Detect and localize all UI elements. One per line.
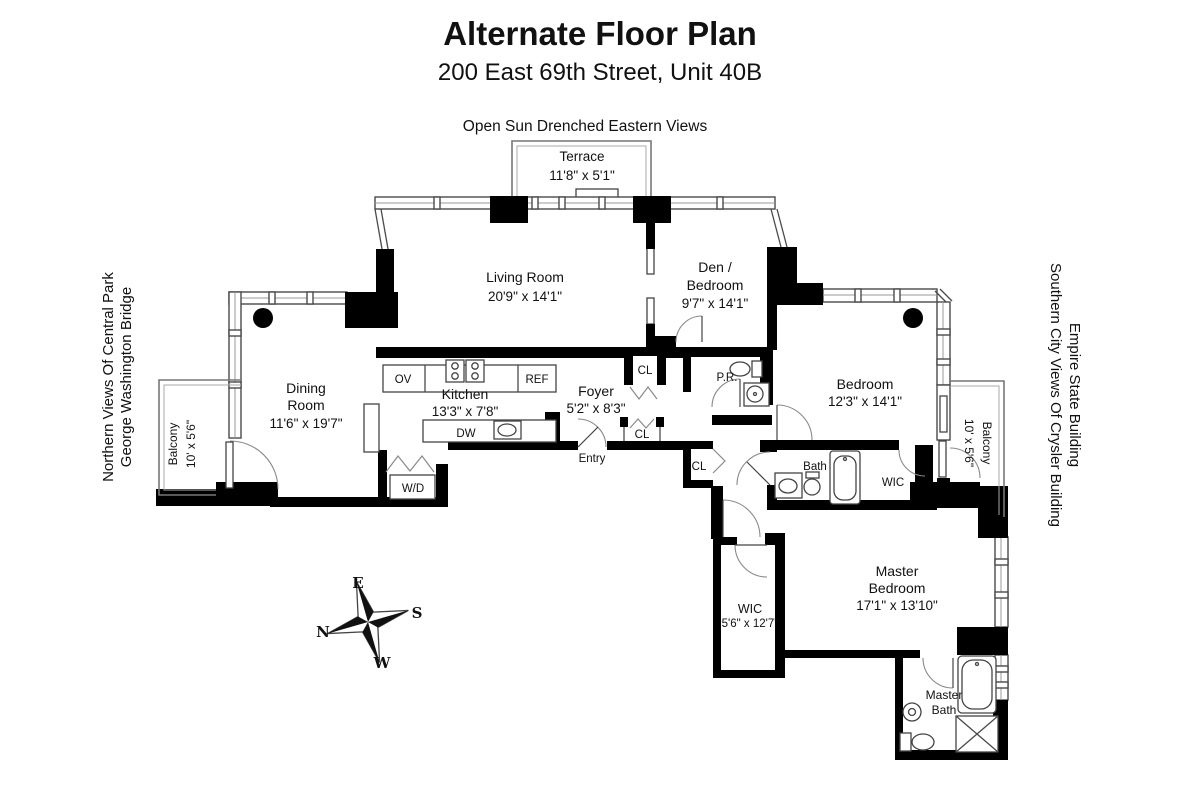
dining-room-dims: 11'6" x 19'7" bbox=[269, 416, 342, 431]
pantry-cabinet bbox=[363, 403, 380, 453]
foyer-dims: 5'2" x 8'3" bbox=[566, 401, 625, 416]
closet-low-bifold bbox=[712, 448, 726, 474]
den-label-2: Bedroom bbox=[687, 277, 744, 293]
balcony-right-door bbox=[938, 440, 947, 478]
kitchen-label: Kitchen bbox=[442, 386, 489, 402]
terrace-room: Terrace 11'8" x 5'1" bbox=[511, 140, 652, 209]
oven-label: OV bbox=[395, 374, 412, 386]
bathtub-icon-master bbox=[957, 655, 997, 714]
washer-dryer-label: W/D bbox=[402, 483, 424, 495]
room-labels: Living Room 20'9" x 14'1" Den / Bedroom … bbox=[166, 259, 994, 717]
living-room-label: Living Room bbox=[486, 269, 564, 285]
powder-room-label: P.R. bbox=[717, 372, 738, 384]
closet-mid-bifold bbox=[629, 418, 655, 429]
caption-top: Open Sun Drenched Eastern Views bbox=[463, 118, 708, 135]
master-bedroom-dims: 17'1" x 13'10" bbox=[856, 598, 938, 613]
kitchen-counter-bottom bbox=[422, 419, 557, 443]
caption-right-line1: Southern City Views Of Crysler Building bbox=[1047, 263, 1064, 527]
compass-east: E bbox=[352, 574, 363, 592]
bedroom-dims: 12'3" x 14'1" bbox=[828, 394, 902, 409]
caption-right: Southern City Views Of Crysler Building … bbox=[1047, 263, 1083, 527]
terrace-dims: 11'8" x 5'1" bbox=[549, 168, 615, 183]
master-bath-fixtures bbox=[899, 655, 999, 753]
master-bedroom-label-2: Bedroom bbox=[869, 580, 926, 596]
dining-room-label-2: Room bbox=[287, 397, 324, 413]
dishwasher-label: DW bbox=[456, 428, 475, 440]
compass-north: N bbox=[316, 623, 330, 641]
washer-dryer: W/D bbox=[389, 474, 436, 500]
compass-south: S bbox=[412, 604, 423, 622]
closet-mid-label: CL bbox=[635, 429, 650, 441]
bathtub-icon-bath bbox=[829, 450, 861, 505]
master-wic-dims: 5'6" x 12'7" bbox=[722, 618, 779, 630]
sink-icon-bath bbox=[774, 472, 803, 499]
compass-west: W bbox=[373, 654, 392, 672]
bath-label: Bath bbox=[803, 461, 827, 473]
caption-right-line2: Empire State Building bbox=[1066, 323, 1083, 467]
closet-top-bifold bbox=[629, 386, 658, 400]
caption-left-line2: George Washington Bridge bbox=[118, 287, 135, 467]
master-bath-label-1: Master bbox=[926, 688, 963, 702]
kitchen-sink-icon bbox=[493, 420, 522, 440]
window-walls bbox=[228, 196, 1009, 701]
compass-rose: E S W N bbox=[316, 574, 423, 672]
den-dims: 9'7" x 14'1" bbox=[682, 296, 749, 311]
balcony-left-dims: 10' x 5'6" bbox=[184, 420, 198, 468]
powder-room-fixtures bbox=[729, 360, 770, 407]
entry-label: Entry bbox=[579, 453, 606, 465]
thin-walls bbox=[158, 379, 1005, 517]
wd-bifold bbox=[385, 455, 435, 473]
doors bbox=[225, 315, 981, 689]
balcony-right-dims: 10' x 5'6" bbox=[962, 419, 976, 467]
page-title: Alternate Floor Plan bbox=[443, 15, 757, 52]
toilet-icon-master bbox=[899, 732, 935, 752]
column-bedroom bbox=[903, 308, 923, 328]
bedroom-label: Bedroom bbox=[837, 376, 894, 392]
foyer-label: Foyer bbox=[578, 383, 614, 399]
page-subtitle: 200 East 69th Street, Unit 40B bbox=[438, 59, 762, 86]
master-bath-label-2: Bath bbox=[932, 703, 957, 717]
caption-left-line1: Northern Views Of Central Park bbox=[100, 272, 117, 482]
shower-icon-master bbox=[955, 715, 999, 753]
bath-fixtures bbox=[774, 450, 861, 505]
toilet-icon-pr bbox=[729, 360, 763, 378]
closet-low-label: CL bbox=[692, 461, 707, 473]
column-dining bbox=[253, 308, 273, 328]
dining-room-label-1: Dining bbox=[286, 380, 326, 396]
master-wic-label: WIC bbox=[738, 602, 762, 616]
kitchen-dims: 13'3" x 7'8" bbox=[432, 404, 499, 419]
balcony-left-door bbox=[225, 441, 234, 489]
wic-label: WIC bbox=[882, 477, 904, 489]
stove-icon bbox=[445, 359, 485, 383]
sink-icon-pr bbox=[743, 382, 770, 407]
living-room-dims: 20'9" x 14'1" bbox=[488, 289, 562, 304]
sink-icon-master bbox=[902, 702, 922, 722]
terrace-label: Terrace bbox=[559, 149, 604, 164]
caption-left: Northern Views Of Central Park George Wa… bbox=[100, 272, 135, 482]
closet-top-label: CL bbox=[638, 365, 653, 377]
walls bbox=[156, 196, 1008, 760]
balcony-left-label: Balcony bbox=[166, 423, 180, 466]
master-bedroom-label-1: Master bbox=[876, 563, 919, 579]
kitchen-fixtures: W/D bbox=[382, 359, 557, 500]
balcony-right-label: Balcony bbox=[980, 422, 994, 465]
refrigerator-label: REF bbox=[526, 374, 549, 386]
den-label-1: Den / bbox=[698, 259, 732, 275]
toilet-icon-bath bbox=[803, 471, 821, 496]
